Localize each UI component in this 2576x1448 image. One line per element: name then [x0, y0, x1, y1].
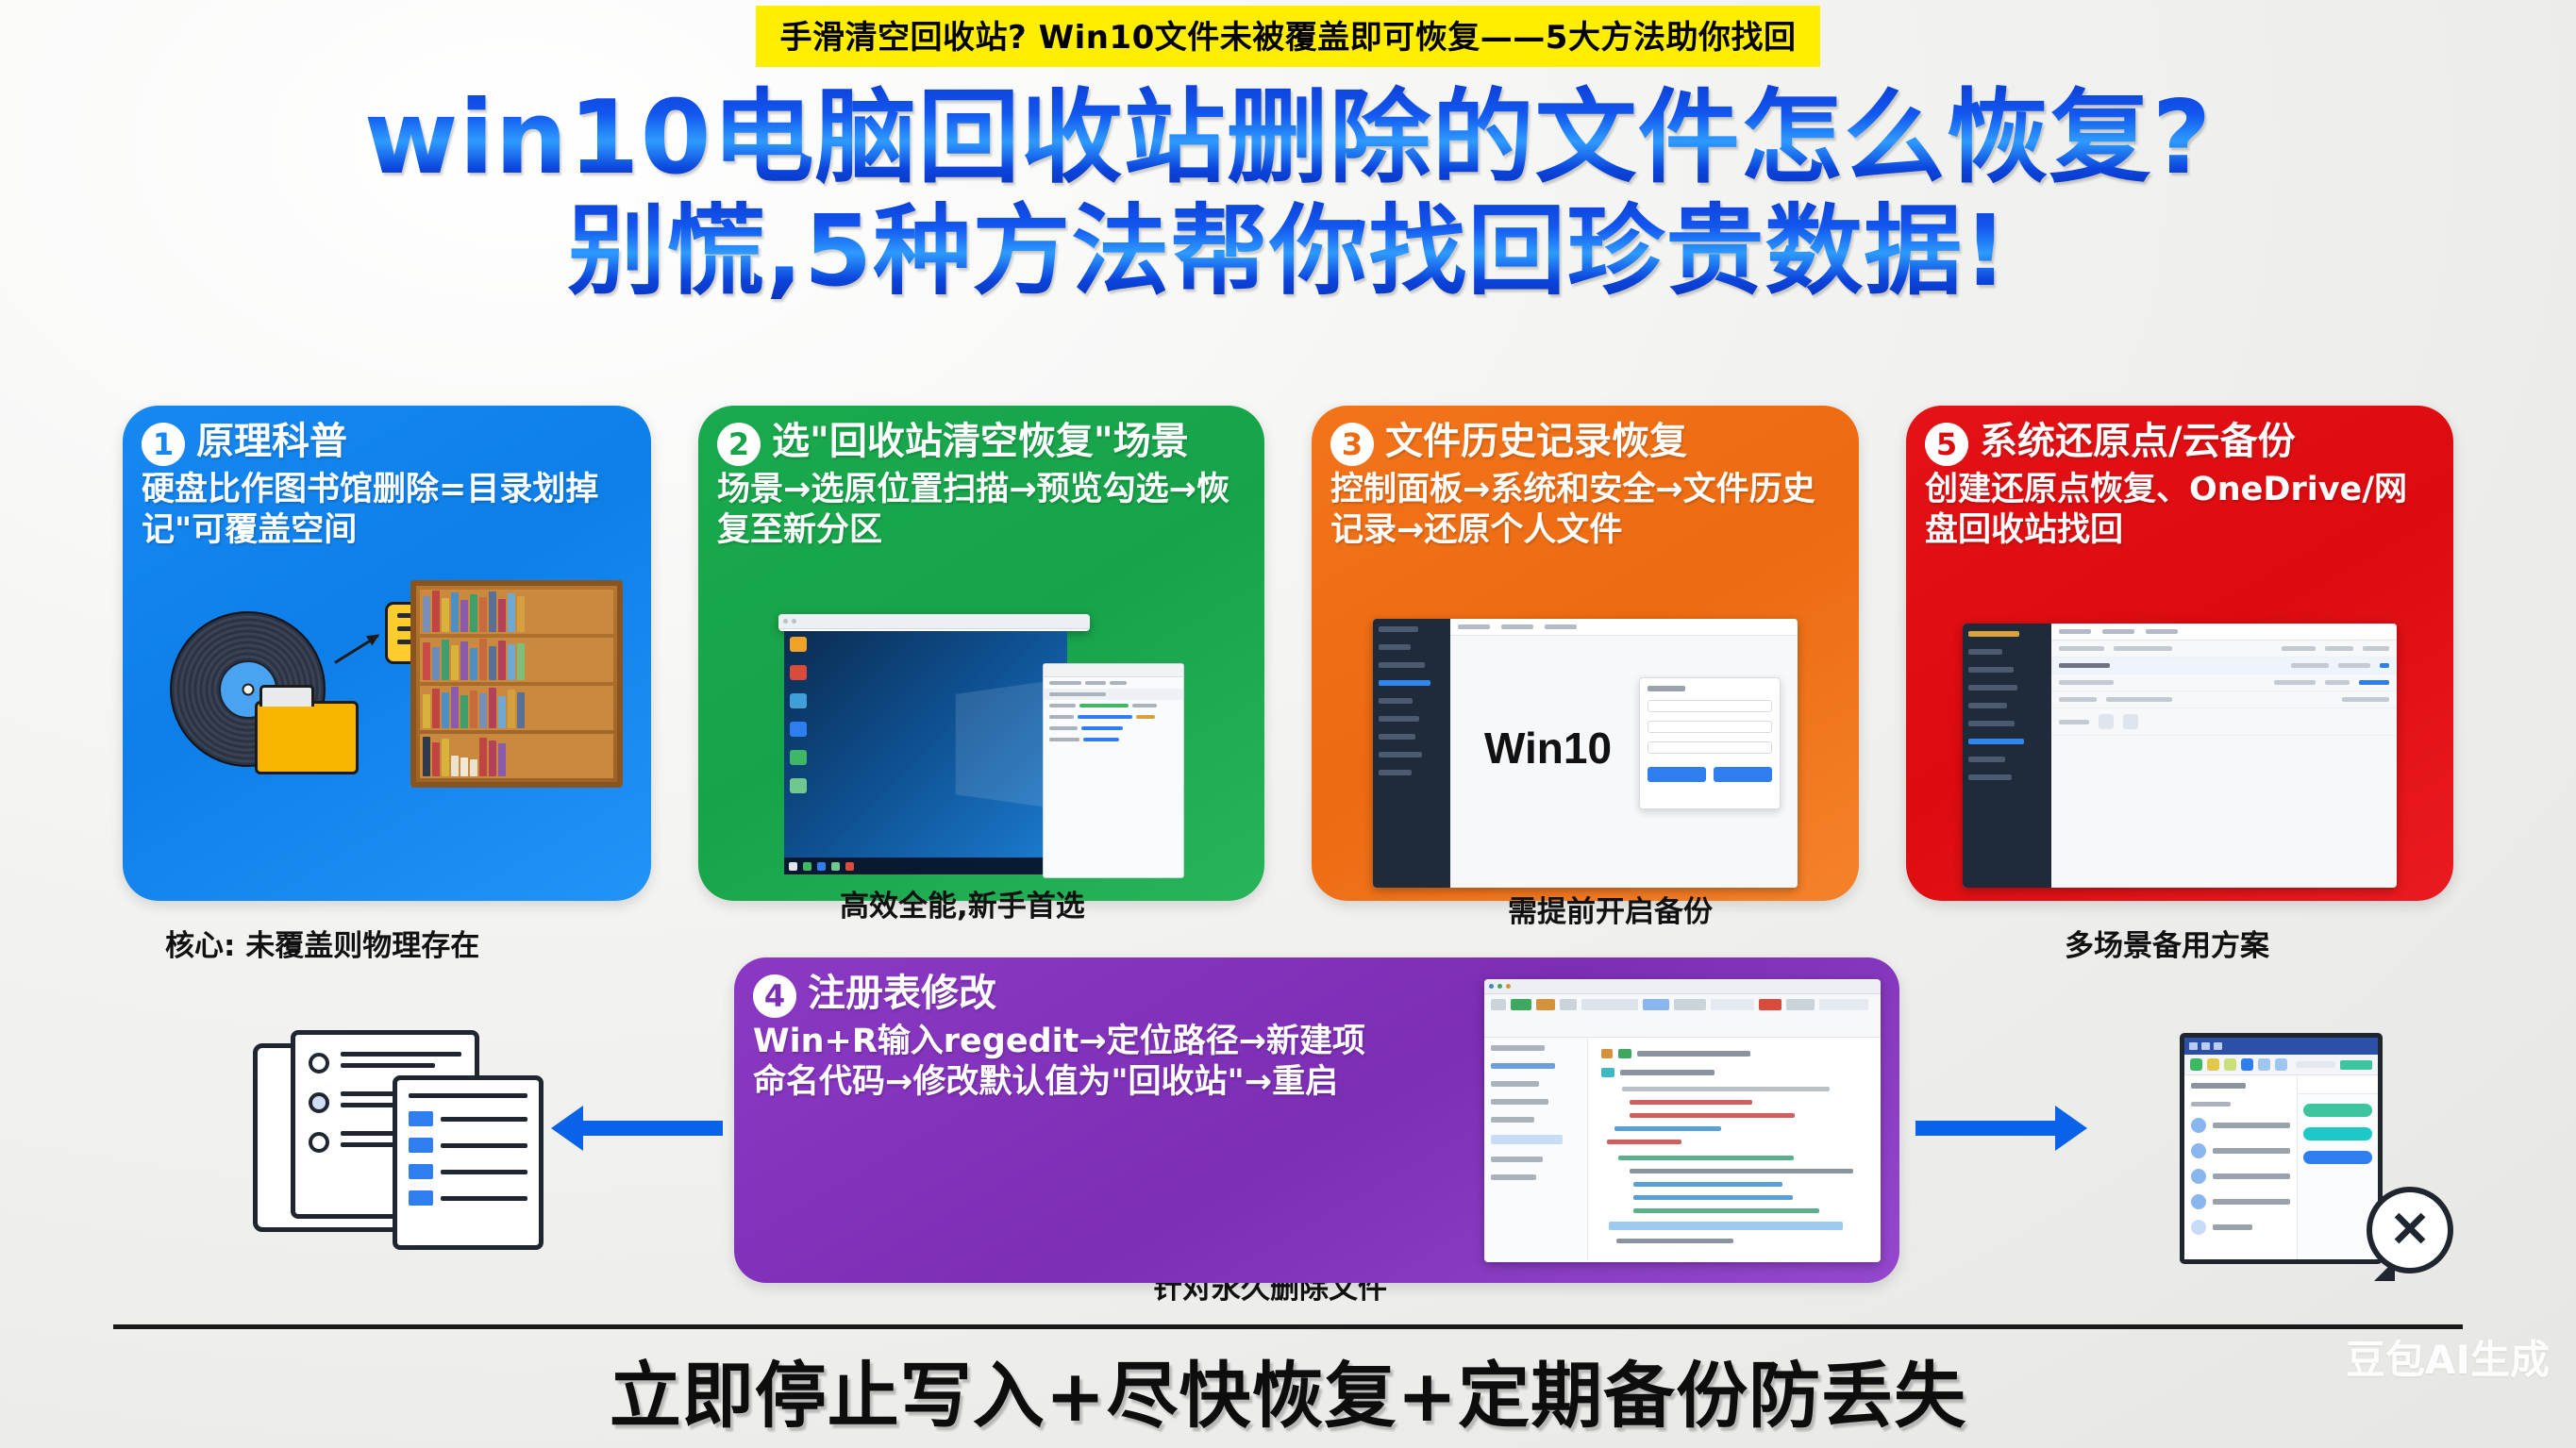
- side-panel: [2297, 1075, 2378, 1259]
- card-4-body: Win+R输入regedit→定位路径→新建项命名代码→修改默认值为"回收站"→…: [753, 1023, 1366, 1101]
- screenshot-main-pane: Win10: [1450, 619, 1798, 888]
- method-card-1[interactable]: 1 原理科普 硬盘比作图书馆删除=目录划掉记"可覆盖空间: [123, 406, 651, 901]
- browser-window-illustration: [2180, 1033, 2383, 1264]
- list-document: [393, 1075, 544, 1250]
- footer-text: 立即停止写入+尽快恢复+定期备份防丢失: [609, 1354, 1967, 1438]
- file-icon: [2191, 1194, 2206, 1209]
- bottom-divider: [113, 1324, 2463, 1329]
- card-1-caption: 核心: 未覆盖则物理存在: [165, 929, 480, 963]
- method-card-2[interactable]: 2 选"回收站清空恢复"场景 场景→选原位置扫描→预览勾选→恢复至新分区: [698, 406, 1264, 901]
- card-2-body: 场景→选原位置扫描→预览勾选→恢复至新分区: [717, 471, 1229, 549]
- table-header-row: [2051, 641, 2397, 657]
- vinyl-hole: [242, 683, 254, 696]
- card-2-number-badge: 2: [717, 423, 761, 466]
- card-2-title: 选"回收站清空恢复"场景: [772, 420, 1189, 463]
- screenshot-table-pane: [2051, 624, 2397, 888]
- screenshot-cancel-button: [1714, 767, 1772, 782]
- top-banner-text: 手滑清空回收站? Win10文件未被覆盖即可恢复——5大方法助你找回: [755, 6, 1821, 67]
- card-5-title: 系统还原点/云备份: [1980, 420, 2296, 463]
- screenshot-sidebar: [1963, 624, 2051, 888]
- folder-icon: [255, 685, 359, 775]
- table-row: [2051, 674, 2397, 691]
- card-4-header: 4 注册表修改: [753, 973, 1376, 1018]
- card-5-body: 创建还原点恢复、OneDrive/网盘回收站找回: [1925, 471, 2408, 549]
- card-3-number-badge: 3: [1330, 423, 1374, 466]
- bookshelf-icon: [410, 580, 623, 789]
- card-4-title: 注册表修改: [808, 972, 996, 1015]
- file-icon: [2191, 1143, 2206, 1158]
- screenshot-sidebar: [1373, 619, 1450, 888]
- screenshot-titlebar: [778, 614, 1090, 629]
- card-5-number-badge: 5: [1925, 423, 1968, 466]
- screenshot-modal-dialog: [1639, 677, 1781, 809]
- method-card-5[interactable]: 5 系统还原点/云备份 创建还原点恢复、OneDrive/网盘回收站找回: [1906, 406, 2453, 901]
- browser-toolbar: [2184, 1055, 2378, 1075]
- vinyl-bookshelf-illustration: [142, 559, 632, 795]
- method-card-4-wrapper: 4 注册表修改 Win+R输入regedit→定位路径→新建项命名代码→修改默认…: [734, 957, 1899, 1283]
- taskbar: [784, 857, 1067, 874]
- dialog-titlebar: [1044, 664, 1183, 677]
- table-row: [2051, 691, 2397, 708]
- screenshot-titlebar: [1484, 978, 1881, 994]
- desktop-icons: [790, 637, 807, 793]
- method-card-4[interactable]: 4 注册表修改 Win+R输入regedit→定位路径→新建项命名代码→修改默认…: [734, 957, 1899, 1283]
- card-1-title: 原理科普: [196, 420, 347, 463]
- card-3-body: 控制面板→系统和安全→文件历史记录→还原个人文件: [1330, 471, 1815, 549]
- registry-editor-screenshot: [1484, 978, 1881, 1262]
- card-1-header: 1 原理科普: [142, 421, 632, 466]
- card-2-header: 2 选"回收站清空恢复"场景: [717, 421, 1246, 466]
- screenshot-toolbar: [2051, 624, 2397, 641]
- checkbox-circle-icon: [309, 1053, 329, 1074]
- card-4-number-badge: 4: [753, 974, 796, 1018]
- cloud-icon: [2191, 1220, 2206, 1235]
- cloud-backup-screenshot: [1963, 624, 2397, 888]
- card-4-text-column: 4 注册表修改 Win+R输入regedit→定位路径→新建项命名代码→修改默认…: [753, 973, 1376, 1268]
- screenshot-win10-label: Win10: [1484, 724, 1613, 773]
- cloud-recycle-bin-illustration: ✕: [2151, 1024, 2463, 1283]
- top-banner-container: 手滑清空回收站? Win10文件未被覆盖即可恢复——5大方法助你找回: [0, 0, 2576, 67]
- screenshot-tabs: [1450, 619, 1798, 636]
- table-row: [2051, 708, 2397, 736]
- recovery-dialog-window: [1043, 663, 1184, 878]
- card-5-header: 5 系统还原点/云备份: [1925, 421, 2434, 466]
- card-3-header: 3 文件历史记录恢复: [1330, 421, 1840, 466]
- file-list: [2184, 1075, 2297, 1259]
- screenshot-confirm-button: [1648, 767, 1706, 782]
- card-5-caption: 多场景备用方案: [2065, 929, 2269, 963]
- watermark: 豆包AI生成: [2345, 1337, 2550, 1383]
- checklist-documents-illustration: [253, 1030, 544, 1285]
- card-3-title: 文件历史记录恢复: [1385, 420, 1687, 463]
- card-1-number-badge: 1: [142, 423, 185, 466]
- title-line-2: 别慌,5种方法帮你找回珍贵数据!: [0, 195, 2576, 306]
- checkbox-circle-icon: [309, 1132, 329, 1153]
- desktop-wallpaper: [784, 631, 1067, 874]
- file-history-screenshot: Win10: [1373, 619, 1798, 888]
- win10-desktop-screenshot: [778, 614, 1184, 888]
- method-card-3[interactable]: 3 文件历史记录恢复 控制面板→系统和安全→文件历史记录→还原个人文件 Win1…: [1312, 406, 1859, 901]
- file-icon: [2191, 1169, 2206, 1184]
- right-arrow-icon: [1915, 1106, 2087, 1151]
- close-x-icon: ✕: [2367, 1187, 2453, 1273]
- file-icon: [2191, 1118, 2206, 1133]
- card-2-caption: 高效全能,新手首选: [840, 890, 1085, 924]
- title-line-1: win10电脑回收站删除的文件怎么恢复?: [0, 81, 2576, 196]
- page-title: win10电脑回收站删除的文件怎么恢复? 别慌,5种方法帮你找回珍贵数据!: [0, 81, 2576, 306]
- left-arrow-icon: [551, 1106, 723, 1151]
- card-1-body: 硬盘比作图书馆删除=目录划掉记"可覆盖空间: [142, 471, 599, 549]
- checkbox-circle-icon: [309, 1092, 329, 1113]
- pointer-arrow-icon: [334, 634, 379, 665]
- browser-titlebar: [2184, 1038, 2378, 1055]
- table-row: [2051, 657, 2397, 674]
- card-3-caption: 需提前开启备份: [1508, 895, 1713, 929]
- method-cards-row: 1 原理科普 硬盘比作图书馆删除=目录划掉记"可覆盖空间 2 选"回收站清空恢复…: [0, 406, 2576, 901]
